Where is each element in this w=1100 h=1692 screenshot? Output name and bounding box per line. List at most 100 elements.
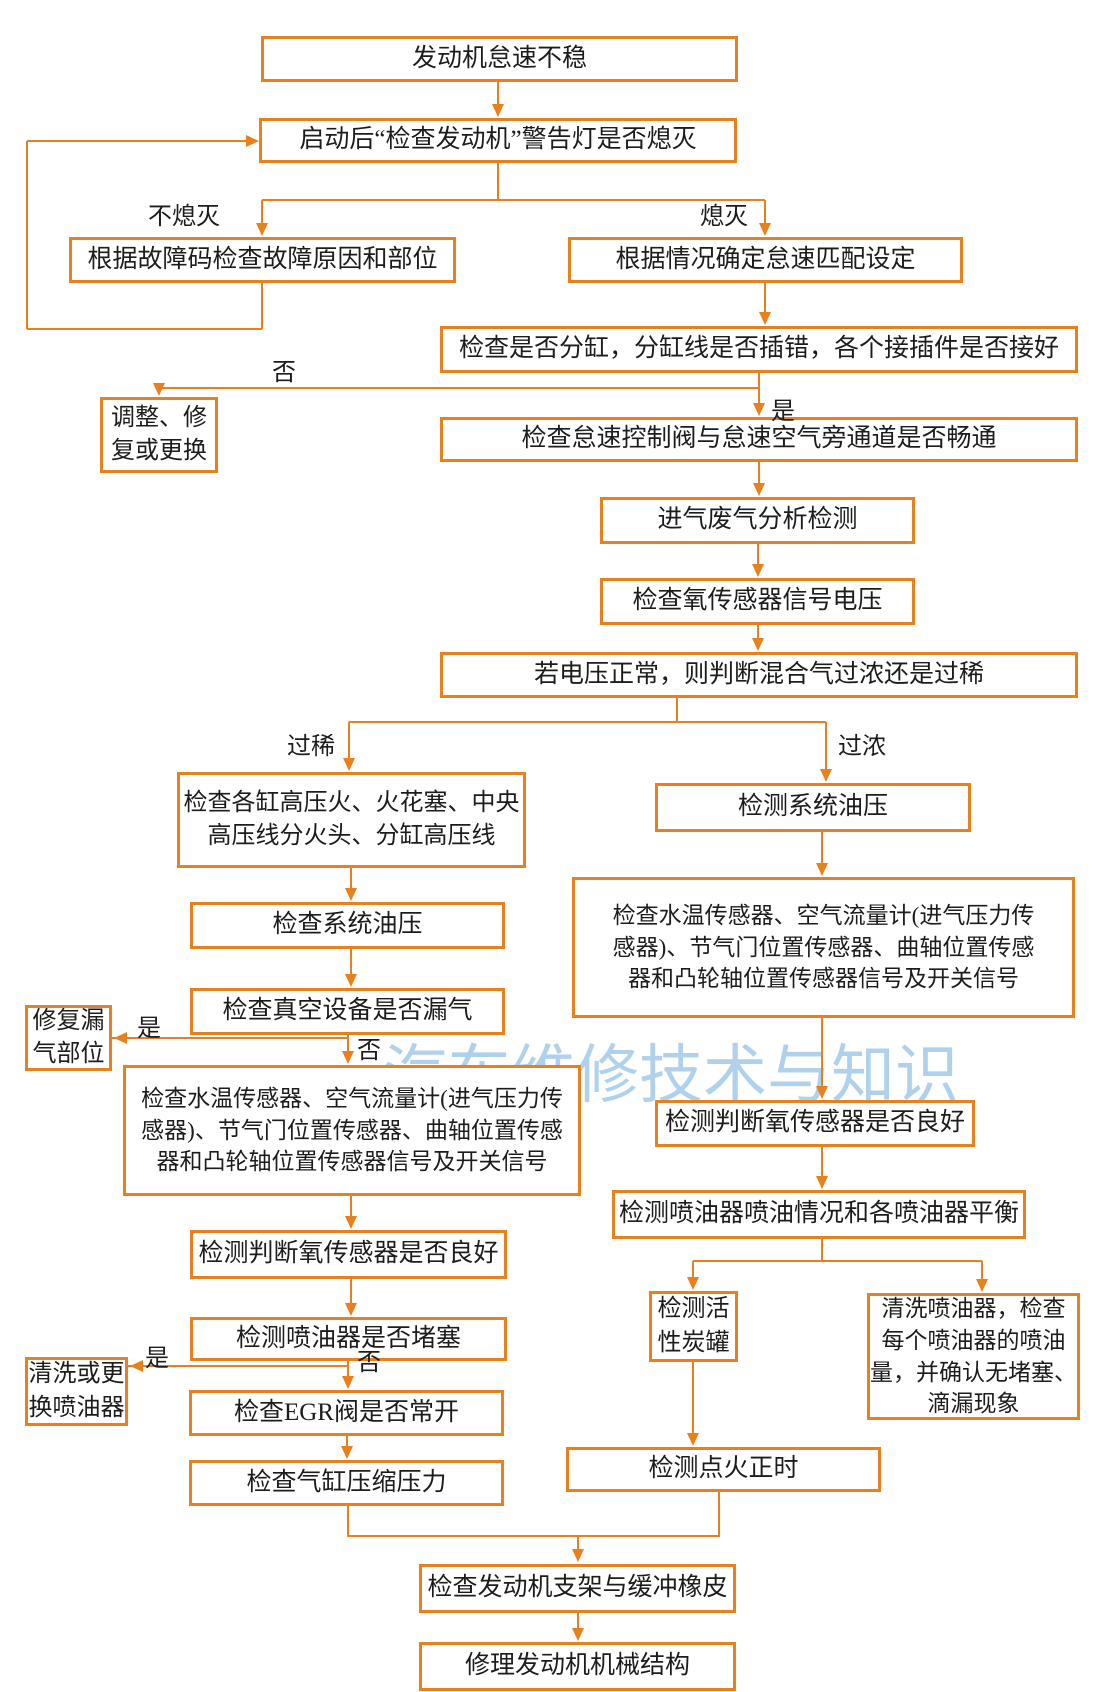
node-judge-o2-sensor-right: 检测判断氧传感器是否良好 (655, 1100, 975, 1147)
node-judge-mixture-rich-lean: 若电压正常，则判断混合气过浓还是过稀 (440, 652, 1078, 698)
node-check-engine-light-off: 启动后“检查发动机”警告灯是否熄灭 (259, 118, 737, 163)
node-check-carbon-canister: 检测活 性炭罐 (649, 1291, 738, 1362)
connector-line (27, 140, 251, 142)
connector-line (128, 1365, 348, 1367)
connector-line (347, 1361, 349, 1381)
node-repair-leak: 修复漏 气部位 (25, 1005, 112, 1071)
label-off: 熄灭 (700, 204, 748, 230)
connector-line (692, 1261, 694, 1282)
arrowhead-icon (572, 1628, 584, 1641)
label-no-3: 否 (357, 1350, 381, 1376)
node-check-idle-control-valve: 检查怠速控制阀与怠速空气旁通道是否畅通 (440, 417, 1078, 462)
connector-line (350, 868, 352, 893)
connector-line (159, 387, 759, 389)
connector-line (981, 1261, 983, 1284)
arrowhead-icon (345, 1216, 357, 1229)
connector-line (577, 1613, 579, 1633)
node-intake-exhaust-analysis: 进气废气分析检测 (600, 497, 915, 544)
arrowhead-icon (345, 1303, 357, 1316)
arrowhead-icon (687, 1277, 699, 1290)
node-check-ignition-timing: 检测点火正时 (566, 1447, 881, 1492)
connector-line (261, 283, 263, 329)
connector-line (692, 1362, 694, 1438)
node-check-cylinder-compression: 检查气缸压缩压力 (189, 1460, 504, 1506)
arrowhead-icon (976, 1279, 988, 1292)
connector-line (347, 1506, 349, 1537)
connector-line (346, 1436, 348, 1451)
arrowhead-icon (130, 1360, 143, 1372)
label-no-2: 否 (357, 1038, 381, 1064)
node-check-ignition-hv-parts: 检查各缸高压火、火花塞、中央 高压线分火头、分缸高压线 (177, 772, 526, 868)
node-check-system-oil-pressure-left: 检查系统油压 (190, 902, 505, 949)
arrowhead-icon (816, 863, 828, 876)
connector-line (764, 283, 766, 317)
connector-line (758, 462, 760, 488)
connector-line (821, 1147, 823, 1181)
node-adjust-repair-replace: 调整、修 复或更换 (100, 397, 218, 473)
node-check-fault-code: 根据故障码检查故障原因和部位 (69, 237, 456, 283)
node-judge-o2-sensor-left: 检测判断氧传感器是否良好 (190, 1230, 507, 1279)
connector-line (757, 544, 759, 569)
arrowhead-icon (342, 1376, 354, 1389)
label-rich: 过浓 (838, 734, 886, 760)
connector-line (350, 1279, 352, 1308)
arrowhead-icon (256, 223, 268, 236)
node-check-sensors-right: 检查水温传感器、空气流量计(进气压力传 感器)、节气门位置传感器、曲轴位置传感 … (572, 877, 1075, 1018)
node-check-cylinder-wiring: 检查是否分缸，分缸线是否插错，各个接插件是否接好 (440, 326, 1078, 373)
arrowhead-icon (753, 403, 765, 416)
arrowhead-icon (816, 1176, 828, 1189)
arrowhead-icon (343, 758, 355, 771)
arrowhead-icon (492, 104, 504, 117)
node-idle-match-setting: 根据情况确定怠速匹配设定 (568, 237, 963, 283)
arrowhead-icon (341, 1446, 353, 1459)
arrowhead-icon (753, 483, 765, 496)
node-check-engine-mounts: 检查发动机支架与缓冲橡皮 (419, 1564, 736, 1613)
arrowhead-icon (572, 1549, 584, 1562)
connector-line (347, 1035, 349, 1058)
arrowhead-icon (752, 638, 764, 651)
arrowhead-icon (816, 1086, 828, 1099)
label-no-1: 否 (272, 360, 296, 386)
connector-line (825, 722, 827, 774)
arrowhead-icon (759, 312, 771, 325)
connector-line (821, 1018, 823, 1091)
connector-line (27, 328, 262, 330)
node-check-vacuum-leak: 检查真空设备是否漏气 (190, 988, 505, 1035)
connector-line (112, 1037, 348, 1039)
connector-line (497, 82, 499, 106)
arrowhead-icon (752, 564, 764, 577)
arrowhead-icon (759, 223, 771, 236)
arrowhead-icon (345, 974, 357, 987)
connector-line (764, 200, 766, 228)
connector-line (577, 1536, 579, 1553)
connector-line (350, 949, 352, 979)
node-clean-replace-injector: 清洗或更 换喷油器 (25, 1357, 128, 1426)
connector-line (676, 698, 678, 722)
connector-line (26, 141, 28, 329)
node-check-egr-valve: 检查EGR阀是否常开 (189, 1390, 504, 1436)
arrowhead-icon (114, 1032, 127, 1044)
node-check-sensors-left: 检查水温传感器、空气流量计(进气压力传 感器)、节气门位置传感器、曲轴位置传感 … (123, 1065, 581, 1196)
connector-line (821, 1239, 823, 1261)
connector-line (349, 721, 826, 723)
connector-line (497, 163, 499, 200)
arrowhead-icon (687, 1433, 699, 1446)
connector-line (693, 1260, 982, 1262)
connector-line (758, 388, 760, 408)
node-check-o2-voltage: 检查氧传感器信号电压 (600, 578, 915, 625)
connector-line (262, 199, 765, 201)
label-lean: 过稀 (287, 734, 335, 760)
node-engine-idle-unstable: 发动机怠速不稳 (261, 36, 738, 82)
node-repair-engine-mechanical: 修理发动机机械结构 (419, 1642, 736, 1691)
arrowhead-icon (153, 383, 165, 396)
label-not-off: 不熄灭 (148, 204, 220, 230)
node-clean-injectors-confirm: 清洗喷油器，检查 每个喷油器的喷油 量，并确认无堵塞、 滴漏现象 (867, 1293, 1080, 1420)
arrowhead-icon (342, 1051, 354, 1064)
label-yes-3: 是 (145, 1346, 169, 1372)
label-yes-2: 是 (137, 1016, 161, 1042)
connector-line (821, 832, 823, 868)
arrowhead-icon (246, 135, 259, 147)
arrowhead-icon (820, 769, 832, 782)
connector-line (350, 1196, 352, 1221)
